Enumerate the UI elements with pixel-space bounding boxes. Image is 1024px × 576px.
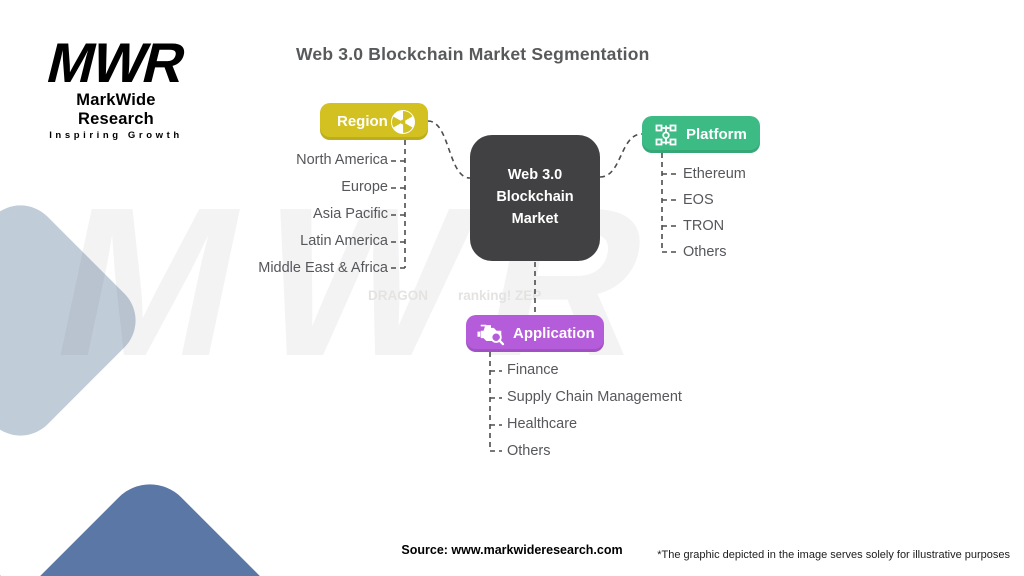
list-item: Others <box>683 239 903 265</box>
engine-search-icon <box>477 321 505 346</box>
source-text: Source: www.markwideresearch.com <box>401 543 623 557</box>
list-item: EOS <box>683 187 903 213</box>
logo-tagline: Inspiring Growth <box>49 130 183 142</box>
segment-pill-platform: Platform <box>642 116 760 153</box>
platform-label: Platform <box>686 126 747 143</box>
markwide-logo: MWR MarkWide Research Inspiring Growth <box>36 31 196 142</box>
list-item: Middle East & Africa <box>160 255 388 282</box>
segment-pill-application: Application <box>466 315 604 352</box>
region-label: Region <box>337 113 388 130</box>
item-label: Others <box>683 244 727 260</box>
item-label: Middle East & Africa <box>258 260 388 276</box>
decor-diamond-dark <box>0 466 334 576</box>
list-item: TRON <box>683 213 903 239</box>
page-title: Web 3.0 Blockchain Market Segmentation <box>296 44 650 64</box>
disclaimer-text: *The graphic depicted in the image serve… <box>657 549 1010 561</box>
faint-ghost-text: DRAGON ranking! ZEP <box>368 288 542 303</box>
globe-icon <box>390 109 416 135</box>
item-label: Supply Chain Management <box>507 389 682 405</box>
list-item: Finance <box>507 357 787 384</box>
item-label: Others <box>507 443 551 459</box>
item-label: TRON <box>683 218 725 234</box>
item-label: Asia Pacific <box>313 206 388 222</box>
logo-acronym: MWR <box>41 31 191 94</box>
item-label: Europe <box>341 179 388 195</box>
list-item: Healthcare <box>507 411 787 438</box>
item-label: Ethereum <box>683 166 746 182</box>
application-label: Application <box>513 325 595 342</box>
logo-name: MarkWide Research <box>76 91 156 129</box>
list-item: Latin America <box>160 228 388 255</box>
list-item: Ethereum <box>683 161 903 187</box>
item-label: Latin America <box>300 233 388 249</box>
list-item: Europe <box>160 174 388 201</box>
center-market-node: Web 3.0 Blockchain Market <box>470 135 600 261</box>
list-item: North America <box>160 147 388 174</box>
list-item: Others <box>507 438 787 465</box>
sitemap-icon <box>654 123 678 147</box>
segment-pill-region: Region <box>320 103 428 140</box>
list-item: Asia Pacific <box>160 201 388 228</box>
item-label: EOS <box>683 192 714 208</box>
list-item: Supply Chain Management <box>507 384 787 411</box>
item-label: Finance <box>507 362 559 378</box>
item-label: North America <box>296 152 388 168</box>
item-label: Healthcare <box>507 416 578 432</box>
